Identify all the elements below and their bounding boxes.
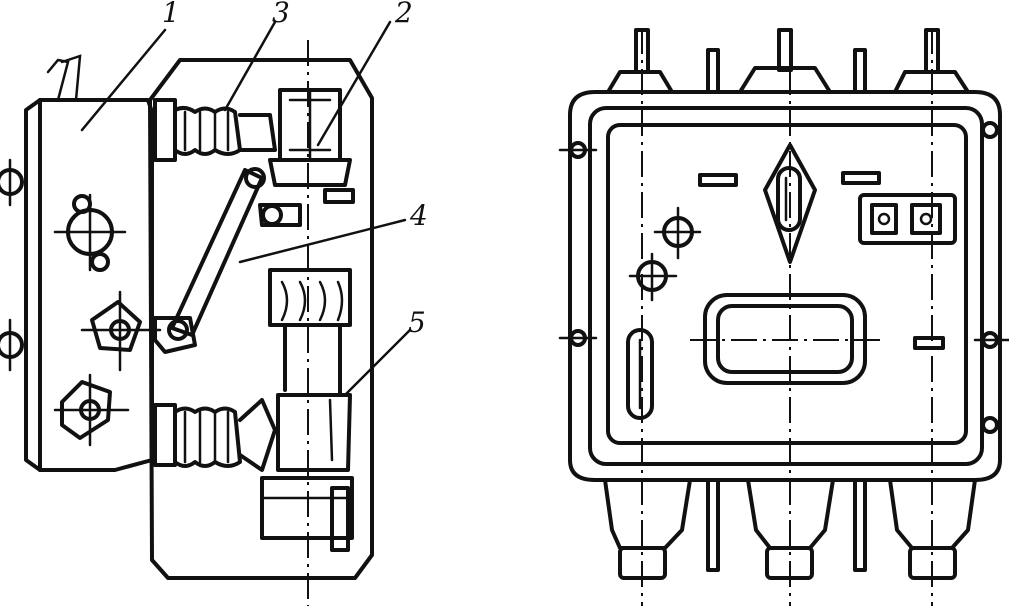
top-terminals	[606, 28, 970, 94]
front-cover	[0, 54, 154, 472]
callout-leaders	[80, 20, 412, 397]
upper-contact	[258, 88, 355, 227]
lower-insulator	[153, 398, 277, 472]
callout-4: 4	[409, 199, 428, 232]
upper-insulator	[153, 98, 277, 162]
vertical-slot	[626, 328, 654, 420]
side-lugs	[558, 121, 1009, 434]
cover-holes	[53, 193, 162, 447]
callout-2: 2	[394, 0, 413, 29]
callout-5: 5	[408, 306, 426, 339]
front-view	[558, 28, 1009, 606]
inner-frame	[588, 106, 984, 466]
side-view: 1 2 3 4 5	[0, 0, 428, 606]
cover-plate	[606, 123, 968, 445]
outer-frame	[568, 90, 1002, 482]
slot-right	[913, 336, 945, 350]
mounting-holes	[628, 206, 702, 302]
slot-top-left	[698, 173, 738, 187]
drive-rod	[153, 167, 266, 354]
terminal-block	[858, 193, 957, 245]
slot-top-right	[841, 171, 881, 185]
bottom-glands	[603, 478, 977, 580]
callout-3: 3	[272, 0, 290, 29]
rear-housing	[148, 58, 374, 580]
callout-1: 1	[162, 0, 180, 29]
